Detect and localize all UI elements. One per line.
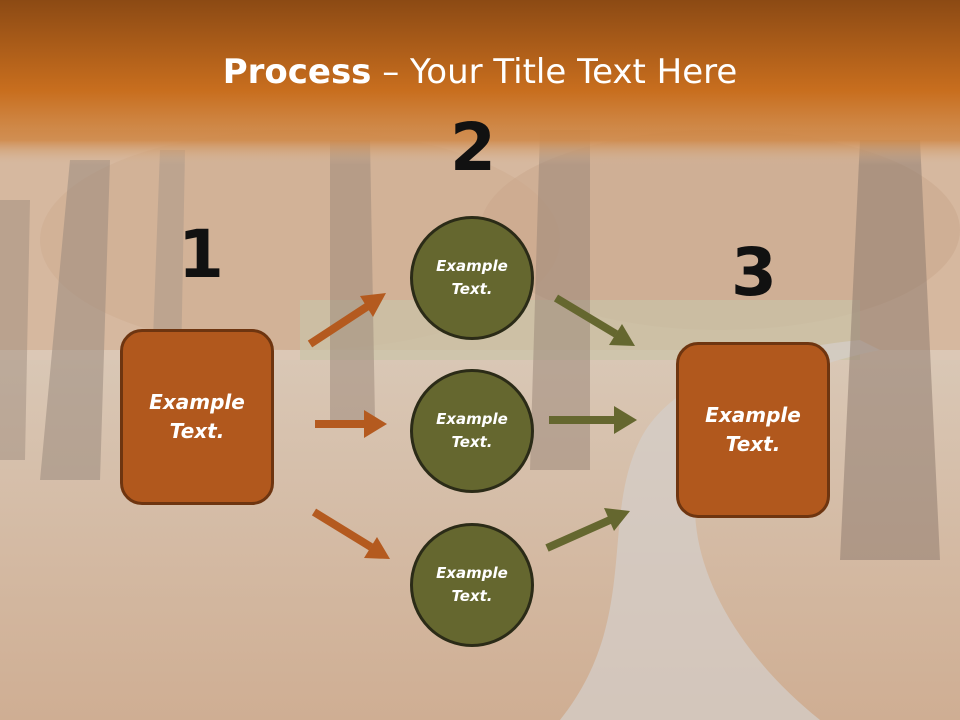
title-rest: – Your Title Text Here (371, 52, 738, 92)
circle-bottom: Example Text. (410, 523, 534, 647)
circle-top-label: Example Text. (436, 256, 508, 298)
arrow-bottom-to-right (545, 508, 630, 552)
arrow-left-to-top (307, 293, 386, 348)
arrow-left-to-bottom (311, 508, 390, 559)
arrow-left-to-middle (315, 410, 387, 438)
right-box-label: Example Text. (705, 403, 801, 456)
circle-top: Example Text. (410, 216, 534, 340)
arrow-top-to-right (553, 294, 635, 346)
left-box: Example Text. (120, 329, 274, 505)
step-number-3: 3 (731, 234, 777, 311)
circle-middle: Example Text. (410, 369, 534, 493)
step-number-1: 1 (178, 216, 224, 293)
circle-middle-label: Example Text. (436, 409, 508, 451)
step-number-2: 2 (450, 109, 496, 186)
title-bold: Process (222, 52, 372, 92)
right-box: Example Text. (676, 342, 830, 518)
slide-title: Process – Your Title Text Here (0, 52, 960, 92)
left-box-label: Example Text. (149, 390, 245, 443)
circle-bottom-label: Example Text. (436, 563, 508, 605)
arrow-middle-to-right (549, 406, 637, 434)
